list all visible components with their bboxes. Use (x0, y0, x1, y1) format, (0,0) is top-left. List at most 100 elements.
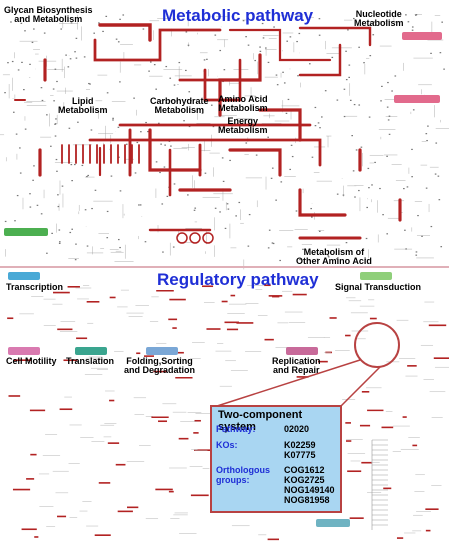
pathway-node (324, 90, 327, 92)
highlighted-pathway (258, 108, 302, 142)
orth-value-3: NOG149140 (284, 485, 335, 495)
pathway-node (86, 245, 89, 247)
pathway-node (270, 177, 273, 179)
pathway-node (345, 242, 348, 244)
metabolic-title: Metabolic pathway (162, 6, 314, 25)
kos-label: KOs: (216, 440, 238, 450)
pathway-node (142, 28, 145, 30)
pathway-node (40, 213, 43, 215)
pathway-node (188, 91, 191, 93)
pathway-node (335, 258, 338, 260)
pathway-node (349, 99, 352, 101)
pathway-node (425, 133, 428, 135)
pathway-node (24, 128, 27, 130)
pathway-node (19, 172, 22, 174)
pathway-node (221, 157, 224, 159)
pathway-node (407, 21, 410, 23)
pathway-node (118, 156, 120, 158)
pathway-node (387, 119, 390, 121)
pathway-node (235, 215, 237, 217)
pathway-node (411, 26, 414, 28)
pathway-node (55, 158, 58, 161)
pathway-node (374, 161, 376, 164)
pathway-node (391, 90, 393, 92)
pathway-node (299, 258, 301, 261)
pathway-node (119, 81, 121, 83)
pathway-node (286, 40, 289, 42)
pathway-node (331, 56, 334, 59)
pathway-node (219, 49, 222, 52)
pathway-node (438, 199, 441, 201)
pathway-node (93, 32, 96, 34)
pathway-node (119, 190, 122, 192)
pathway-node (194, 110, 196, 112)
pathway-node (71, 180, 73, 182)
pathway-node (144, 241, 147, 243)
highlighted-pathway (93, 28, 222, 62)
label-nucleotide: Nucleotide Metabolism (354, 9, 404, 28)
pathway-node (158, 122, 160, 124)
pathway-node (290, 144, 293, 146)
pathway-node (46, 252, 48, 254)
pathway-node (353, 103, 356, 106)
pathway-node (24, 30, 26, 32)
pathway-node (43, 32, 46, 34)
pathway-node (106, 210, 109, 213)
pathway-node (343, 88, 346, 90)
pathway-node (51, 232, 53, 234)
pathway-node (289, 168, 291, 171)
pathway-node (311, 216, 313, 218)
pathway-node (57, 194, 59, 196)
pathway-node (275, 199, 277, 201)
pathway-node (261, 22, 264, 25)
pathway-node (271, 242, 274, 244)
pathway-node (160, 143, 162, 145)
pathway-node (311, 156, 314, 158)
pathway-node (98, 22, 100, 24)
pathway-node (347, 29, 349, 31)
pathway-node (302, 248, 304, 250)
pathway-node (204, 172, 207, 174)
pathway-node (31, 41, 34, 44)
tag-signal (360, 272, 392, 280)
pathway-node (369, 55, 372, 57)
pathway-node (279, 259, 281, 262)
pathway-node (233, 106, 235, 108)
zoom-connector-right (339, 366, 381, 408)
pathway-node (342, 194, 345, 196)
pathway-node (405, 248, 407, 250)
pathway-node (437, 175, 440, 177)
pathway-node (430, 225, 433, 228)
pathway-node (363, 62, 365, 64)
pathway-node (371, 184, 373, 186)
pathway-node (149, 61, 152, 63)
pathway-node (139, 204, 142, 206)
pathway-node (415, 14, 418, 16)
pathway-node (405, 14, 407, 16)
regulatory-title: Regulatory pathway (157, 270, 319, 289)
pathway-node (443, 68, 445, 70)
pathway-node (147, 130, 149, 133)
pathway-node (74, 163, 76, 166)
pathway-node (119, 246, 121, 249)
tag-motility (8, 347, 40, 355)
pathway-node (115, 38, 118, 40)
pathway-node (214, 207, 217, 209)
pathway-node (343, 115, 346, 118)
pathway-node (316, 258, 319, 260)
pathway-node (187, 44, 190, 46)
pathway-node (267, 61, 270, 64)
pathway-node (382, 214, 384, 216)
pathway-node (319, 127, 321, 129)
pathway-node (134, 172, 137, 174)
ko-value-2: K07775 (284, 450, 316, 460)
pathway-node (254, 96, 257, 98)
pathway-node (358, 104, 361, 106)
pathway-node (275, 74, 278, 76)
pathway-node (117, 41, 120, 43)
pathway-node (291, 155, 294, 158)
pathway-node (4, 92, 6, 94)
pathway-node (58, 229, 61, 231)
pathway-node (395, 21, 397, 23)
pathway-node (317, 122, 320, 124)
